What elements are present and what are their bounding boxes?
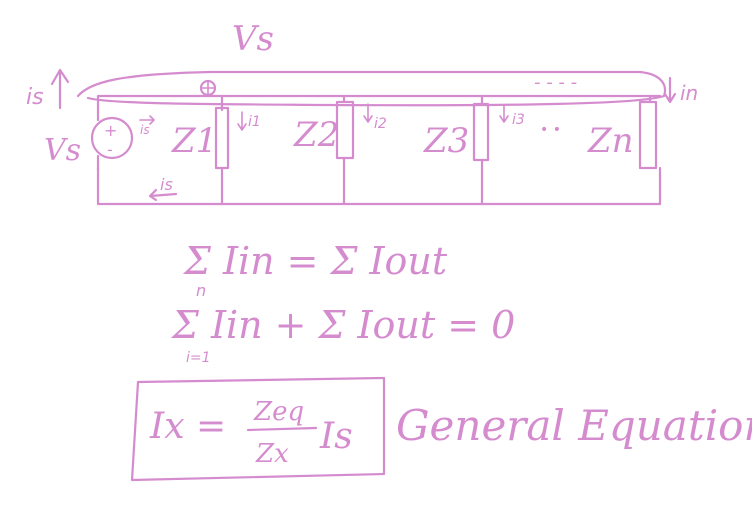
source-current-arrow	[50, 68, 70, 110]
branch-1-impedance: Z1	[171, 121, 217, 161]
ellipsis-top: - - - -	[534, 72, 577, 93]
in-current-label: in	[680, 81, 698, 105]
branch-3-impedance: Z3	[423, 121, 469, 161]
branch-1-current-arrow	[237, 111, 247, 131]
general-equation-label: General Equation	[396, 401, 752, 450]
divider-numerator: Zeq	[253, 397, 304, 427]
branch-3: Z3 i3	[423, 94, 525, 206]
source-minus: -	[107, 140, 113, 159]
voltage-source-icon	[90, 116, 134, 160]
sum-upper-limit: n	[196, 281, 206, 300]
equations: Σ Iin = Σ Iout n Σ Iin + Σ Iout = 0 i=1 …	[130, 239, 752, 482]
kcl-sum-equation: Σ Iin + Σ Iout = 0	[170, 303, 515, 347]
branch-3-current: i3	[512, 112, 525, 128]
source-branch-arrow	[139, 115, 155, 125]
impedance-2	[335, 100, 355, 160]
branch-2-current: i2	[374, 116, 387, 132]
kcl-equation: Σ Iin = Σ Iout	[182, 239, 448, 283]
bottom-wire	[96, 166, 662, 206]
branch-2-current-arrow	[363, 103, 373, 123]
source-branch-current: is	[140, 123, 150, 137]
equation-box	[130, 376, 386, 482]
fraction-bar	[246, 426, 318, 432]
branch-1-current: i1	[248, 114, 261, 130]
top-loop-wire	[76, 70, 667, 107]
impedance-3	[472, 102, 490, 162]
parallel-circuit: Vs is + - Vs is is Z1 i1	[26, 19, 698, 206]
node-marker-cross	[200, 80, 216, 96]
source-current-label: is	[26, 85, 44, 110]
branch-3-current-arrow	[499, 105, 509, 123]
sum-lower-limit: i=1	[186, 350, 211, 366]
branch-2-impedance: Z2	[293, 115, 339, 155]
ellipsis-mid: • •	[540, 122, 561, 138]
impedance-1	[214, 106, 230, 170]
return-current-label: is	[160, 175, 173, 194]
top-main-wire	[96, 94, 662, 106]
divider-denominator: Zx	[255, 439, 289, 469]
branch-n-impedance: Zn	[587, 121, 634, 161]
top-voltage-label: Vs	[232, 19, 274, 59]
branch-n: Zn	[587, 94, 662, 206]
divider-lhs: Ix =	[149, 406, 226, 447]
in-current-arrow	[663, 76, 677, 104]
branch-1: Z1 i1	[171, 94, 261, 206]
branch-2: Z2 i2	[293, 94, 387, 206]
return-current-arrow	[148, 188, 178, 202]
divider-rhs: Is	[319, 416, 353, 457]
source-voltage-label: Vs	[44, 133, 81, 168]
impedance-n	[638, 100, 658, 170]
source-plus: +	[104, 121, 117, 140]
